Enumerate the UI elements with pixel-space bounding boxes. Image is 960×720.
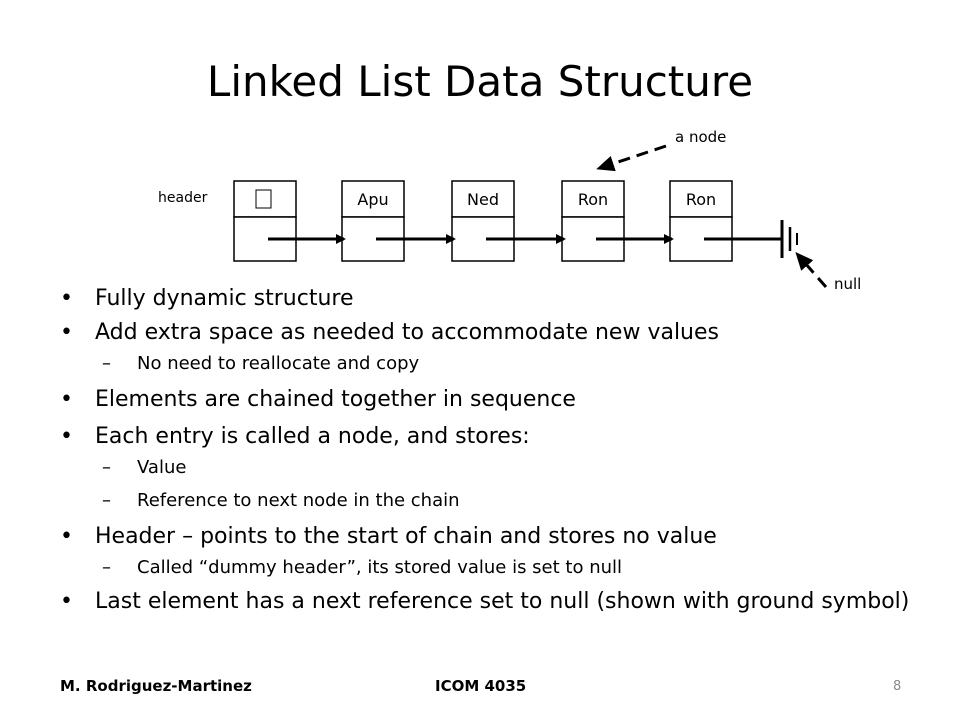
- page-number: 8: [893, 679, 902, 694]
- dash-marker: –: [102, 353, 111, 374]
- null-callout-arrow: [795, 251, 828, 288]
- slide-title: Linked List Data Structure: [206, 57, 754, 106]
- bullet-item: Add extra space as needed to accommodate…: [60, 319, 930, 376]
- footer-author: M. Rodriguez-Martinez: [60, 677, 252, 695]
- dash-marker: –: [102, 457, 111, 478]
- list-node: Ron: [669, 180, 733, 262]
- dash-marker: –: [102, 557, 111, 578]
- node-value: Apu: [357, 190, 388, 209]
- bullet-text: Each entry is called a node, and stores:: [60, 423, 930, 450]
- ground-symbol-icon: [780, 220, 798, 258]
- bullet-item: Elements are chained together in sequenc…: [60, 386, 930, 413]
- sub-bullet-text: Reference to next node in the chain: [137, 490, 460, 511]
- node-callout-label: a node: [675, 128, 726, 146]
- bullet-item: Each entry is called a node, and stores:…: [60, 423, 930, 513]
- bullet-list: Fully dynamic structure Add extra space …: [60, 281, 930, 614]
- bullet-item: Fully dynamic structure: [60, 285, 930, 312]
- bullet-text: Add extra space as needed to accommodate…: [60, 319, 930, 346]
- header-label: header: [158, 190, 208, 206]
- list-node: Apu: [341, 180, 405, 262]
- footer-course: ICOM 4035: [435, 677, 527, 695]
- sub-bullet-text: Called “dummy header”, its stored value …: [137, 557, 623, 578]
- node-value: Ned: [467, 190, 499, 209]
- sub-bullet: – No need to reallocate and copy: [60, 352, 930, 376]
- node-value: Ron: [578, 190, 608, 209]
- header-node: [233, 180, 297, 262]
- sub-bullet: – Called “dummy header”, its stored valu…: [60, 556, 930, 580]
- bullet-item: Header – points to the start of chain an…: [60, 523, 930, 580]
- sub-bullet-text: Value: [137, 457, 187, 478]
- linked-list-diagram: header Apu Ned Ron Ron a node: [158, 128, 861, 293]
- sub-bullet: – Value: [60, 456, 930, 480]
- list-node: Ron: [561, 180, 625, 262]
- bullet-text: Header – points to the start of chain an…: [60, 523, 930, 550]
- sub-bullet-text: No need to reallocate and copy: [137, 353, 420, 374]
- node-value: Ron: [686, 190, 716, 209]
- bullet-text: Last element has a next reference set to…: [60, 590, 930, 615]
- bullet-text: Elements are chained together in sequenc…: [60, 386, 930, 413]
- dash-marker: –: [102, 490, 111, 511]
- null-value-box-icon: [255, 189, 272, 209]
- bullet-item: Last element has a next reference set to…: [60, 590, 930, 615]
- list-node: Ned: [451, 180, 515, 262]
- sub-bullet: – Reference to next node in the chain: [60, 489, 930, 513]
- bullet-text: Fully dynamic structure: [60, 285, 930, 312]
- node-callout-arrow: [596, 144, 667, 172]
